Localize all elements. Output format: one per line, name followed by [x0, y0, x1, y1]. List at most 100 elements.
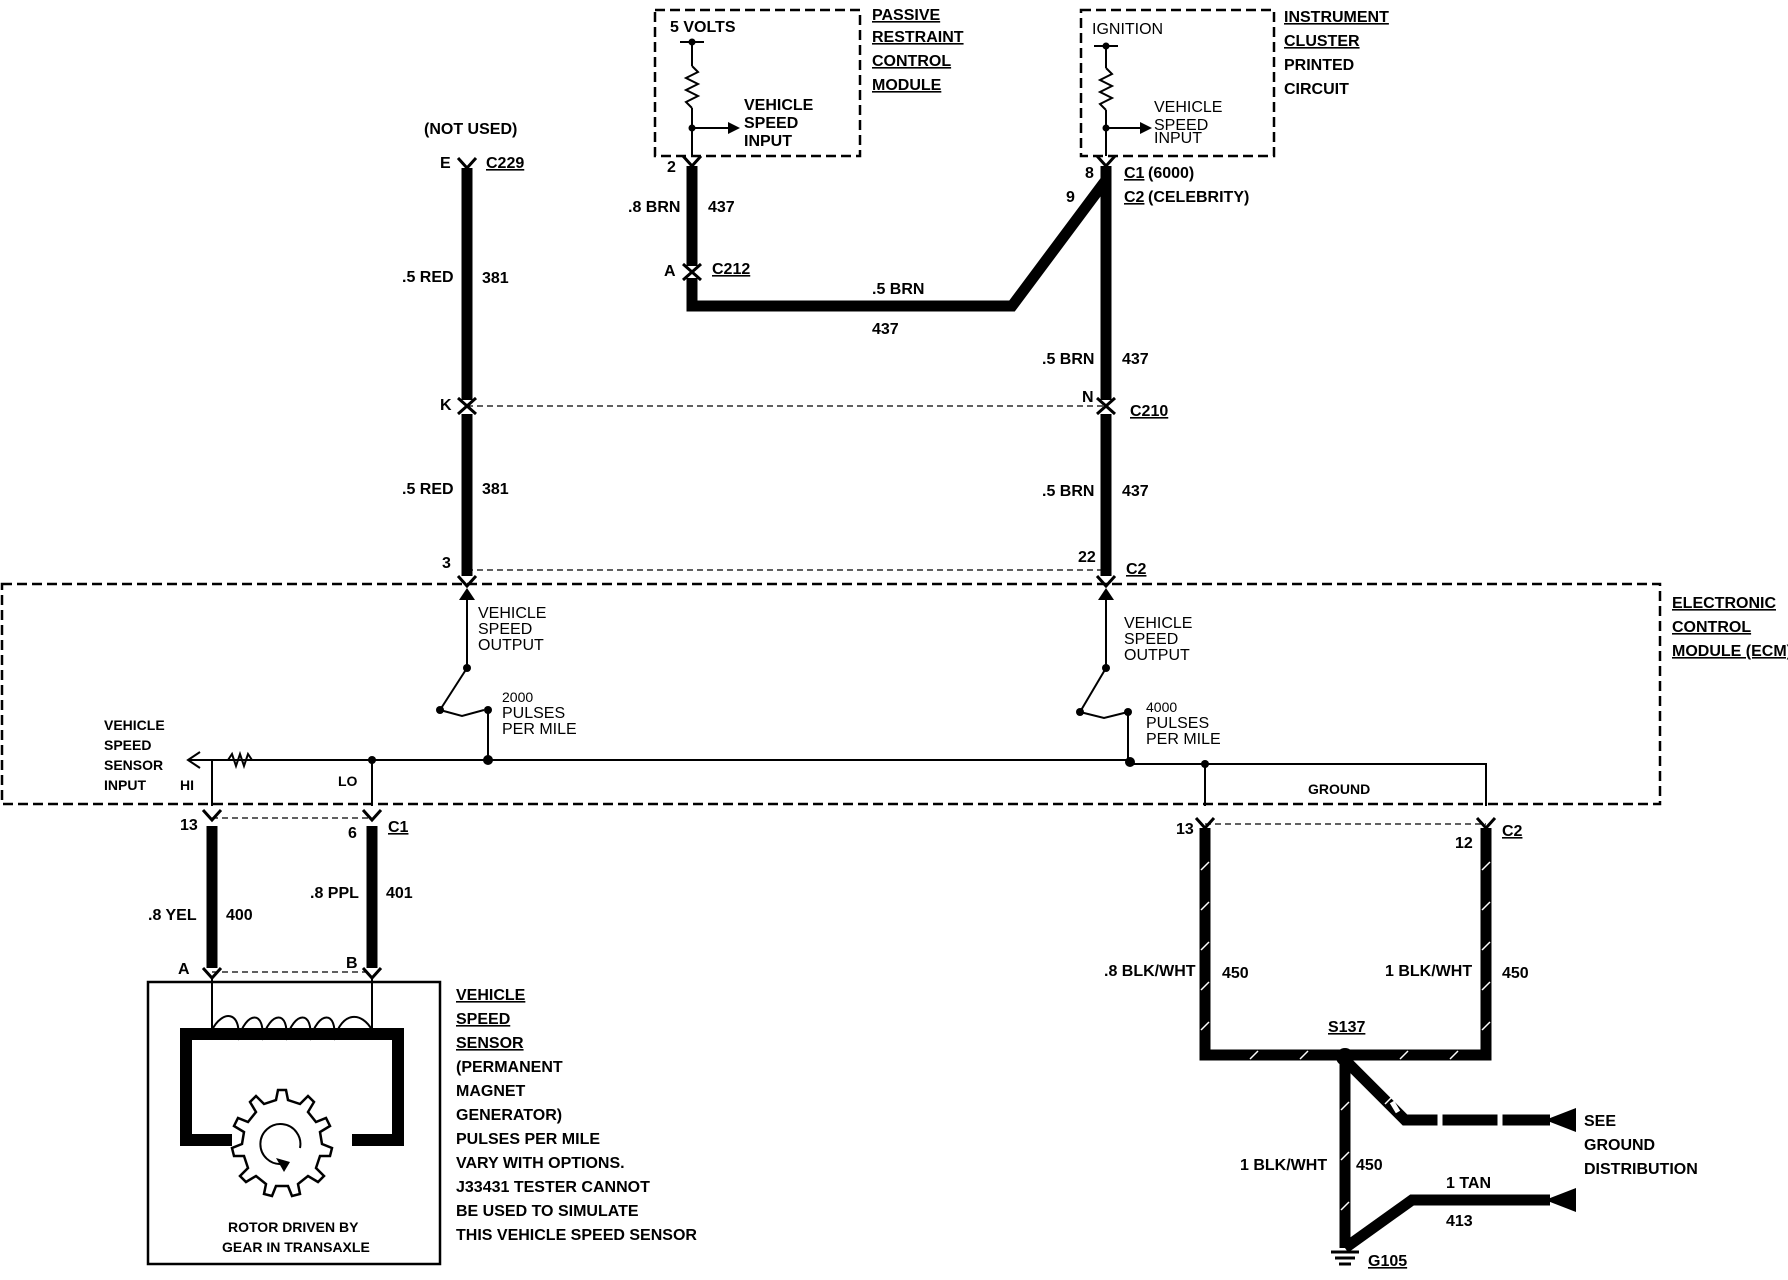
wire-label-red-top: .5 RED	[402, 269, 454, 286]
ecm-title-3: MODULE (ECM)	[1672, 643, 1788, 660]
vss-input-3: SENSOR	[104, 757, 163, 773]
prcm-title-2: RESTRAINT	[872, 29, 964, 46]
connector-icon	[456, 156, 478, 171]
circuit-437-a: 437	[708, 199, 735, 216]
wire-label-brn-5-h: .5 BRN	[872, 281, 924, 298]
c2-celebrity-text: (CELEBRITY)	[1148, 189, 1249, 206]
instrument-cluster-box	[1079, 8, 1276, 158]
vss-desc-4: (PERMANENT	[456, 1059, 563, 1076]
circuit-381-bottom: 381	[482, 481, 509, 498]
pin-13-right: 13	[1176, 821, 1194, 838]
circuit-450-a: 450	[1222, 965, 1249, 982]
ic-vsi-3: INPUT	[1154, 130, 1202, 147]
labels: (NOT USED) E C229 .5 RED 381 K .5 RED 38…	[104, 7, 1788, 1270]
wire-hatches	[1200, 861, 1491, 1211]
five-volts: 5 VOLTS	[670, 19, 736, 36]
ic-title-4: CIRCUIT	[1284, 81, 1349, 98]
arrow-heads	[1545, 1108, 1576, 1212]
ic-vsi-2: SPEED	[1154, 117, 1208, 134]
pin-a-bottom: A	[178, 961, 190, 978]
vss-title-1: VEHICLE	[456, 987, 526, 1004]
pin-b-bottom: B	[346, 955, 358, 972]
label-hi: HI	[180, 777, 194, 793]
p4000-3: PER MILE	[1146, 731, 1221, 748]
wire-ground-dist	[1341, 1056, 1550, 1126]
pin-12: 12	[1455, 835, 1473, 852]
switch-icon	[439, 667, 468, 711]
p2000-2: PULSES	[502, 705, 565, 722]
label-lo: LO	[338, 773, 358, 789]
ic-vsi-1: VEHICLE	[1154, 99, 1222, 116]
vso-left-3: OUTPUT	[478, 637, 544, 654]
ground-g105: G105	[1368, 1253, 1407, 1270]
connector-icon	[1095, 154, 1117, 169]
vss-desc-5: MAGNET	[456, 1083, 526, 1100]
circuit-450-b: 450	[1502, 965, 1529, 982]
prcm-title-4: MODULE	[872, 77, 942, 94]
wire-label-blkwht-1: 1 BLK/WHT	[1385, 963, 1472, 980]
resistor-icon	[227, 750, 253, 770]
ecm-box	[0, 582, 1662, 806]
vso-arrow-icon	[1098, 588, 1114, 600]
ic-title-1: INSTRUMENT	[1284, 9, 1389, 26]
pin-a-top: A	[664, 263, 676, 280]
see-3: DISTRIBUTION	[1584, 1161, 1698, 1178]
prcm-vsi-3: INPUT	[744, 133, 792, 150]
prcm-vsi-1: VEHICLE	[744, 97, 814, 114]
wire-label-red-bottom: .5 RED	[402, 481, 454, 498]
p4000-1: 4000	[1146, 699, 1177, 715]
module-boxes	[0, 8, 1662, 806]
pin-2: 2	[667, 159, 676, 176]
wire-label-brn-8: .8 BRN	[628, 199, 680, 216]
rotor-icon	[230, 1088, 334, 1198]
connector-c229: C229	[486, 155, 524, 172]
resistor-icon	[1097, 67, 1115, 111]
vss-desc-7: PULSES PER MILE	[456, 1131, 600, 1148]
ecm-circuit	[188, 596, 1487, 806]
pin-8: 8	[1085, 165, 1094, 182]
pin-k: K	[440, 397, 452, 414]
vss-input-4: INPUT	[104, 777, 146, 793]
ic-arrow-icon	[1140, 122, 1152, 134]
wire-label-brn-5-b: .5 BRN	[1042, 483, 1094, 500]
ic-title-3: PRINTED	[1284, 57, 1354, 74]
vso-left-1: VEHICLE	[478, 605, 546, 622]
ecm-dots	[368, 664, 1209, 768]
circuit-381-top: 381	[482, 270, 509, 287]
connector-c2-top: C2	[1126, 561, 1147, 578]
connector-icon	[456, 574, 478, 589]
ic-title-2: CLUSTER	[1284, 33, 1360, 50]
connector-icon	[681, 154, 703, 169]
prcm-box	[653, 8, 862, 158]
pin-6: 6	[348, 825, 357, 842]
vso-left-2: SPEED	[478, 621, 532, 638]
coil-icon	[211, 1015, 373, 1041]
ic-circuit	[1094, 45, 1140, 156]
pin-n: N	[1082, 389, 1094, 406]
connector-icon	[201, 808, 223, 823]
connectors	[201, 154, 1497, 981]
connector-c1-bottom: C1	[388, 819, 409, 836]
ecm-title-2: CONTROL	[1672, 619, 1751, 636]
pin-22: 22	[1078, 549, 1096, 566]
prcm-arrow-icon	[728, 122, 740, 134]
pin-e: E	[440, 155, 451, 172]
rotor-arrow-icon	[276, 1158, 290, 1172]
p2000-1: 2000	[502, 689, 533, 705]
connector-icon	[361, 808, 383, 823]
connector-c212: C212	[712, 261, 750, 278]
circuit-437-h: 437	[872, 321, 899, 338]
p4000-2: PULSES	[1146, 715, 1209, 732]
rotor-label-1: ROTOR DRIVEN BY	[228, 1219, 359, 1235]
connector-icon	[1475, 816, 1497, 831]
vss-desc-6: GENERATOR)	[456, 1107, 562, 1124]
connector-icon	[1194, 816, 1216, 831]
connector-links	[212, 405, 1486, 973]
circuit-413: 413	[1446, 1213, 1473, 1230]
c1-6000-text: (6000)	[1148, 165, 1194, 182]
splice-s137: S137	[1328, 1019, 1365, 1036]
tan-arrow-icon	[1545, 1188, 1576, 1212]
wire-label-yel: .8 YEL	[148, 907, 197, 924]
vss-title-2: SPEED	[456, 1011, 510, 1028]
connector-c2-celebrity: C2	[1124, 189, 1145, 206]
